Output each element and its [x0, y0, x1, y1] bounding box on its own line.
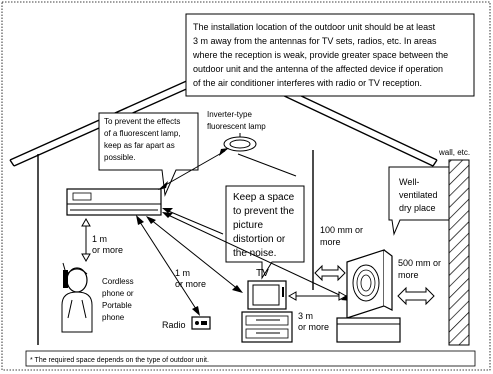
top-callout-line-1: The installation location of the outdoor…: [193, 22, 436, 32]
phone-label-line-1: Cordless: [102, 277, 134, 286]
dist-500mm-line-1: 500 mm or: [398, 258, 441, 268]
fluorescent-callout-line-1: To prevent the effects: [104, 117, 180, 126]
ventilated-callout-line-1: Well-: [399, 177, 419, 187]
arrow-wall-to-outdoor: [314, 264, 346, 282]
arrow-unit-to-tv: [146, 216, 243, 293]
wall-label: wall, etc.: [438, 148, 470, 157]
top-callout-line-2: 3 m away from the antennas for TV sets, …: [193, 36, 437, 46]
wall-hatch: [448, 159, 470, 346]
outdoor-unit-icon: [336, 249, 401, 343]
lamp-label-line-1: Inverter-type: [207, 110, 252, 119]
dist-1m-radio-line-2: or more: [175, 279, 206, 289]
tv-icon: [241, 280, 293, 343]
phone-label-line-3: Portable: [102, 301, 132, 310]
arrow-unit-to-phone: [81, 217, 91, 263]
fluorescent-callout-line-2: of a fluorescent lamp,: [104, 129, 180, 138]
arrow-unit-to-radio: [136, 215, 200, 316]
picture-callout: Keep a space to prevent the picture dist…: [225, 185, 305, 280]
dist-1m-phone-line-1: 1 m: [92, 234, 107, 244]
picture-callout-line-2: to prevent the: [233, 206, 295, 217]
top-callout-line-5: of the air conditioner interferes with r…: [193, 78, 422, 88]
arrow-unit-to-callout: [162, 208, 224, 235]
picture-callout-line-1: Keep a space: [233, 192, 295, 203]
tv-label: TV: [256, 268, 269, 279]
arrow-tv-to-outdoor: [287, 291, 348, 301]
arrow-outdoor-to-wall: [397, 286, 435, 306]
top-callout-line-3: where the reception is weak, provide gre…: [192, 50, 448, 60]
lamp-label-line-2: fluorescent lamp: [207, 122, 266, 131]
picture-callout-line-5: the noise.: [233, 248, 276, 259]
footnote-box: [25, 350, 476, 367]
ventilated-callout: Well- ventilated dry place: [388, 166, 450, 236]
dist-100mm-line-2: more: [320, 237, 341, 247]
fluorescent-callout: To prevent the effects of a fluorescent …: [98, 112, 199, 197]
indoor-unit-icon: [66, 188, 162, 216]
top-callout: The installation location of the outdoor…: [185, 13, 475, 97]
dist-500mm-line-2: more: [398, 270, 419, 280]
fluorescent-lamp-icon: [223, 133, 257, 152]
phone-label-line-4: phone: [102, 313, 125, 322]
arrow-unit-to-lamp: [158, 148, 229, 190]
dist-1m-phone-line-2: or more: [92, 245, 123, 255]
fluorescent-callout-line-4: possible.: [104, 153, 136, 162]
dist-3m-line-1: 3 m: [298, 311, 313, 321]
dist-3m-line-2: or more: [298, 322, 329, 332]
phone-label-line-2: phone or: [102, 289, 134, 298]
radio-icon: [191, 316, 211, 330]
radio-label: Radio: [162, 320, 186, 330]
fluorescent-callout-line-3: keep as far apart as: [104, 141, 175, 150]
picture-callout-line-3: picture: [233, 220, 263, 231]
dist-1m-radio-line-1: 1 m: [175, 268, 190, 278]
dist-100mm-line-1: 100 mm or: [320, 225, 363, 235]
arrow-lamp-to-callout: [237, 153, 297, 177]
person-with-phone-icon: [61, 262, 93, 333]
picture-callout-line-4: distortion or: [233, 234, 286, 245]
ventilated-callout-line-3: dry place: [399, 203, 436, 213]
ventilated-callout-line-2: ventilated: [399, 190, 438, 200]
top-callout-line-4: outdoor unit and the antenna of the affe…: [193, 64, 443, 74]
footnote-text: * The required space depends on the type…: [30, 357, 209, 364]
